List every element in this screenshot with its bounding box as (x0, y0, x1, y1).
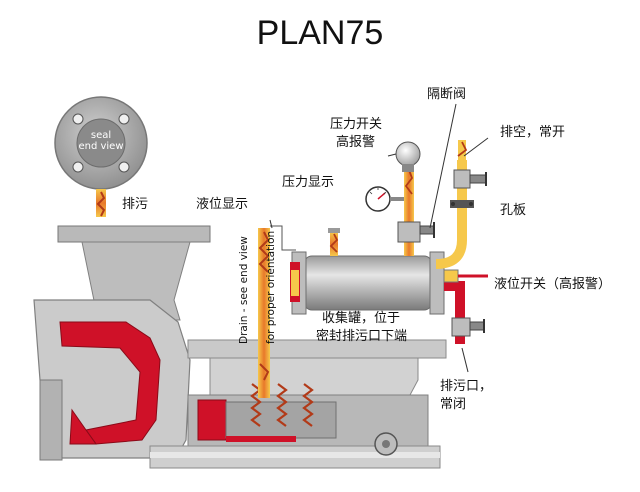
isolation-valve-label: 隔断阀 (427, 87, 467, 102)
drain-outlet-pipe (444, 281, 485, 344)
isolation-valve-leader (429, 103, 457, 229)
drain-stub-pipe (96, 189, 106, 217)
seal-end-view-caption: seal end view (76, 130, 126, 152)
end-view-label: end view (78, 141, 124, 152)
page-title: PLAN75 (256, 14, 384, 52)
bolt-icon (451, 202, 473, 206)
level-switch (443, 269, 488, 283)
collection-tank (290, 228, 445, 315)
pump-casing (33, 225, 211, 461)
drain-note-line1: Drain - see end view (238, 236, 250, 344)
isolation-valve (397, 221, 435, 243)
seal-end-view (54, 96, 148, 190)
pressure-gauge (365, 186, 404, 212)
pressure-switch (395, 141, 421, 172)
orifice-plate-label: 孔板 (500, 203, 527, 218)
vent-label: 排空，常开 (500, 125, 566, 140)
level-display-label: 液位显示 (196, 197, 249, 212)
bolt-icon (72, 113, 130, 173)
level-display-leader (270, 225, 296, 251)
collection-tank-label-2: 密封排污口下端 (316, 329, 408, 344)
level-switch-label: 液位开关（高报警） (494, 277, 612, 292)
pressure-switch-label-1: 压力开关 (330, 117, 383, 132)
seal-label: seal (90, 130, 112, 141)
vent-pipework (404, 140, 487, 269)
collection-tank-label-1: 收集罐，位于 (322, 311, 401, 326)
pressure-switch-label-2: 高报警 (336, 135, 376, 150)
pressure-switch-leader (387, 153, 397, 157)
pressure-display-label: 压力显示 (282, 175, 335, 190)
bearing-frame (149, 339, 447, 469)
drain-note-line2: for proper orientation (265, 230, 277, 344)
drain-outlet-leader (461, 347, 469, 373)
vent-leader (463, 137, 489, 157)
drain-outlet-label-2: 常闭 (440, 397, 467, 412)
drain-top-label: 排污 (122, 197, 149, 212)
level-gauge-tube (258, 228, 270, 398)
drain-outlet-label-1: 排污口， (440, 379, 493, 394)
